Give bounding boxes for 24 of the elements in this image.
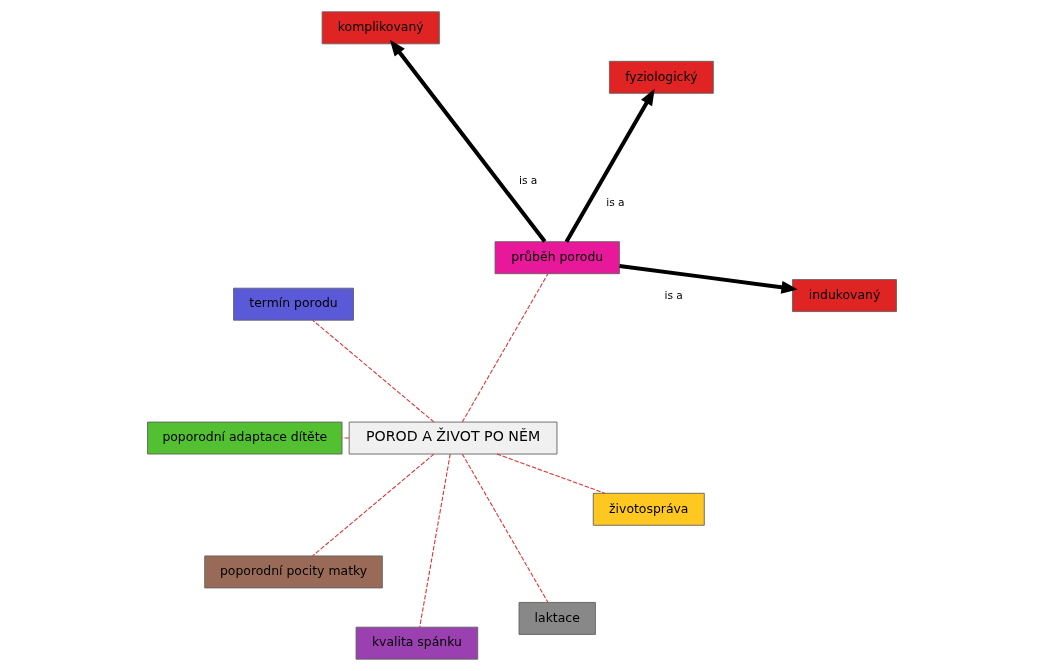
arrow bbox=[564, 88, 655, 243]
node-box: průběh porodu bbox=[494, 241, 620, 275]
node-box: komplikovaný bbox=[321, 11, 440, 45]
node-box: kvalita spánku bbox=[355, 626, 478, 660]
node-box: indukovaný bbox=[791, 279, 897, 313]
connector bbox=[418, 453, 451, 628]
connector bbox=[461, 453, 548, 603]
node-box: POROD A ŽIVOT PO NĚM bbox=[348, 421, 557, 455]
arrow bbox=[618, 263, 798, 294]
connector bbox=[311, 319, 434, 423]
arrow bbox=[389, 39, 546, 243]
node-box: poporodní pocity matky bbox=[203, 555, 383, 589]
node-box: poporodní adaptace dítěte bbox=[146, 421, 342, 455]
node-box: laktace bbox=[518, 602, 596, 635]
edge-label: is a bbox=[605, 196, 625, 210]
edge-label: is a bbox=[663, 289, 683, 303]
connector bbox=[311, 453, 434, 557]
node-box: životospráva bbox=[592, 492, 705, 526]
connector bbox=[495, 453, 605, 494]
connector bbox=[461, 273, 548, 423]
connector bbox=[341, 437, 349, 439]
node-box: fyziologický bbox=[608, 60, 714, 94]
edge-label: is a bbox=[518, 174, 537, 188]
node-box: termín porodu bbox=[232, 287, 354, 321]
